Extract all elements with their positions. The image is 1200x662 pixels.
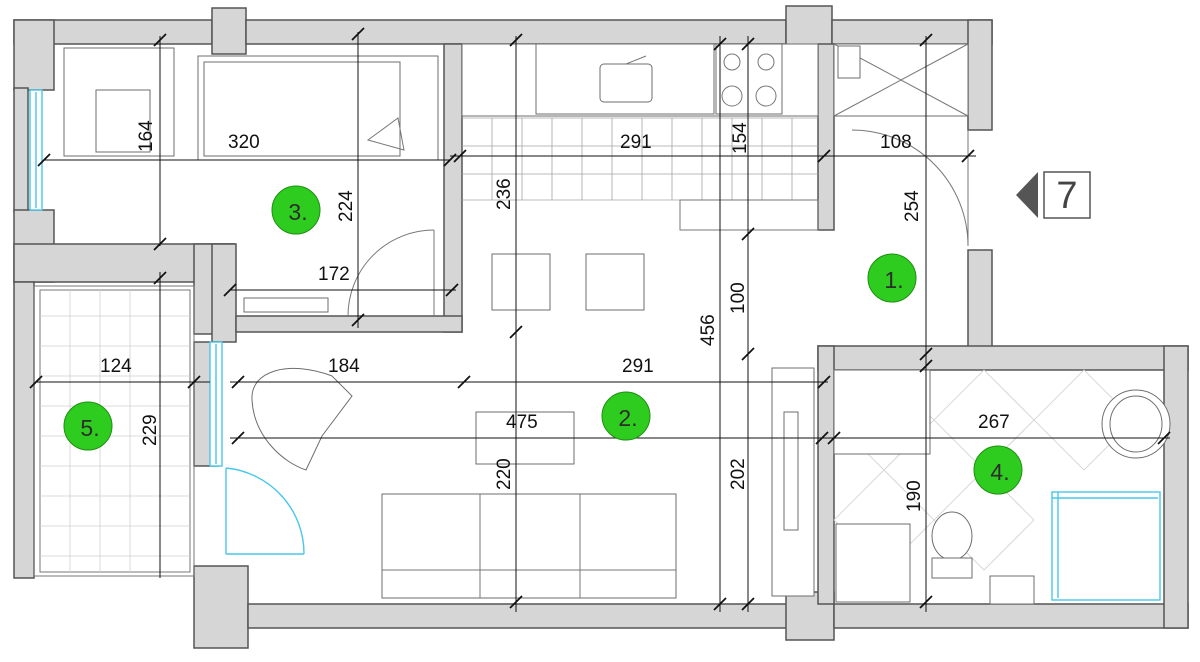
wall-bath-right xyxy=(1163,345,1189,629)
wall-bottom-right xyxy=(833,603,1189,629)
wall-balcony-left xyxy=(13,281,35,579)
room-3: 3. xyxy=(271,185,321,235)
dim-254: 254 xyxy=(902,190,923,222)
armchair xyxy=(251,368,353,471)
dim-100: 100 xyxy=(728,282,749,314)
dim-190: 190 xyxy=(904,480,925,512)
unit-badge: 7 xyxy=(1016,171,1091,219)
bathroom xyxy=(833,369,1171,605)
dim-291-top: 291 xyxy=(620,132,652,153)
bathroom-cabinet xyxy=(833,369,931,455)
dim-229: 229 xyxy=(140,414,161,446)
wall-right-lower xyxy=(967,249,993,361)
dim-108: 108 xyxy=(880,132,912,153)
wall-bottom-pillar-mid xyxy=(785,591,835,641)
wall-pillar-top-1 xyxy=(211,7,247,55)
toilet xyxy=(931,511,973,561)
windows xyxy=(29,89,305,555)
dim-172: 172 xyxy=(318,264,350,285)
wall-partition-base xyxy=(235,315,463,333)
dim-202: 202 xyxy=(728,458,749,490)
dim-184: 184 xyxy=(328,356,360,377)
dim-267: 267 xyxy=(978,412,1010,433)
dim-224: 224 xyxy=(336,190,357,222)
unit-number-box xyxy=(1043,171,1091,219)
bedroom-wardrobe xyxy=(243,297,329,313)
kitchen-sink xyxy=(599,63,653,103)
entry-arrow-icon xyxy=(1016,172,1038,218)
room-1-label: 1. xyxy=(884,267,903,293)
dimension-lines xyxy=(29,27,1171,612)
bathroom-washer xyxy=(835,523,911,603)
kitchen xyxy=(461,43,819,311)
dim-291-mid: 291 xyxy=(622,356,654,377)
shower-glass xyxy=(1051,491,1161,601)
room-3-label: 3. xyxy=(288,199,307,225)
dim-456: 456 xyxy=(698,314,719,346)
dimension-labels: 164 320 291 154 108 254 236 224 172 100 … xyxy=(100,120,1010,512)
room-5: 5. xyxy=(63,401,113,451)
wall-left-window-frame xyxy=(13,87,29,213)
balcony-floor xyxy=(33,285,195,577)
stool-right xyxy=(585,253,645,311)
room-5-label: 5. xyxy=(80,415,99,441)
dim-164: 164 xyxy=(136,120,157,152)
unit-number: 7 xyxy=(1056,175,1077,217)
wall-bath-top xyxy=(817,345,1189,371)
wall-pillar-left xyxy=(211,243,237,343)
dim-154: 154 xyxy=(730,122,751,154)
dim-220: 220 xyxy=(494,458,515,490)
bedroom xyxy=(63,47,439,317)
dim-320: 320 xyxy=(228,132,260,153)
sofa xyxy=(381,493,677,599)
stool-left xyxy=(491,253,551,311)
room-4: 4. xyxy=(973,445,1023,495)
wall-entry-left xyxy=(817,43,835,231)
wall-bottom-left-pillar xyxy=(193,565,249,649)
wall-right-upper xyxy=(967,19,993,131)
dim-236: 236 xyxy=(494,178,515,210)
living-room xyxy=(251,367,815,599)
room-1: 1. xyxy=(867,253,917,303)
entry-appliance xyxy=(837,45,861,79)
dim-475: 475 xyxy=(506,412,538,433)
room-4-label: 4. xyxy=(990,459,1009,485)
entry xyxy=(833,43,969,247)
room-2: 2. xyxy=(601,391,651,441)
dim-124: 124 xyxy=(100,356,132,377)
walls xyxy=(13,5,1189,649)
wall-bath-left xyxy=(817,345,835,605)
wall-bottom xyxy=(247,603,791,629)
wall-left-upper xyxy=(13,19,55,91)
bathroom-bin xyxy=(989,575,1035,605)
room-labels: 1. 2. 3. 4. 5. xyxy=(63,185,1023,495)
room-2-label: 2. xyxy=(618,405,637,431)
